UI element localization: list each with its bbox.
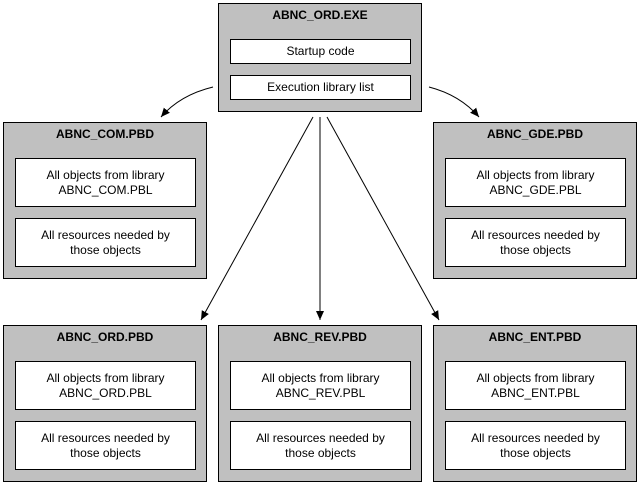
objects-line: All objects from library bbox=[46, 370, 165, 385]
arrow-to-gde-pbd bbox=[428, 86, 480, 118]
resources-line: those objects bbox=[70, 445, 141, 460]
resources-box: All resources needed by those objects bbox=[15, 218, 196, 267]
library-name: ABNC_ENT.PBL bbox=[491, 385, 580, 400]
exe-box: ABNC_ORD.EXE Startup code Execution libr… bbox=[218, 3, 422, 112]
pbd-title: ABNC_ENT.PBD bbox=[488, 330, 582, 344]
arrow-to-ord-pbd bbox=[200, 116, 314, 321]
objects-line: All objects from library bbox=[261, 370, 380, 385]
resources-line: those objects bbox=[500, 242, 571, 257]
pbd-title: ABNC_REV.PBD bbox=[273, 330, 367, 344]
resources-line: All resources needed by bbox=[471, 430, 600, 445]
library-name: ABNC_ORD.PBL bbox=[59, 385, 152, 400]
resources-line: those objects bbox=[70, 242, 141, 257]
objects-box: All objects from library ABNC_ORD.PBL bbox=[15, 361, 196, 410]
resources-line: All resources needed by bbox=[41, 430, 170, 445]
pbd-title: ABNC_ORD.PBD bbox=[56, 330, 154, 344]
pbd-box-ent: ABNC_ENT.PBD All objects from library AB… bbox=[433, 325, 637, 482]
pbd-box-com: ABNC_COM.PBD All objects from library AB… bbox=[3, 122, 207, 279]
objects-box: All objects from library ABNC_COM.PBL bbox=[15, 158, 196, 207]
execution-library-list-label: Execution library list bbox=[267, 80, 374, 94]
resources-line: those objects bbox=[285, 445, 356, 460]
pbd-box-gde: ABNC_GDE.PBD All objects from library AB… bbox=[433, 122, 637, 279]
resources-line: All resources needed by bbox=[471, 227, 600, 242]
library-name: ABNC_REV.PBL bbox=[275, 385, 366, 400]
arrow-to-ent-pbd bbox=[326, 116, 440, 321]
startup-code-label: Startup code bbox=[286, 44, 355, 58]
library-name: ABNC_COM.PBL bbox=[58, 182, 153, 197]
pbd-box-ord: ABNC_ORD.PBD All objects from library AB… bbox=[3, 325, 207, 482]
resources-box: All resources needed by those objects bbox=[15, 421, 196, 470]
execution-library-list-box: Execution library list bbox=[230, 75, 411, 100]
objects-line: All objects from library bbox=[476, 167, 595, 182]
objects-line: All objects from library bbox=[46, 167, 165, 182]
resources-line: those objects bbox=[500, 445, 571, 460]
objects-box: All objects from library ABNC_REV.PBL bbox=[230, 361, 411, 410]
arrow-to-com-pbd bbox=[160, 86, 214, 118]
library-name: ABNC_GDE.PBL bbox=[489, 182, 582, 197]
pbd-title: ABNC_GDE.PBD bbox=[486, 127, 583, 141]
resources-line: All resources needed by bbox=[256, 430, 385, 445]
resources-line: All resources needed by bbox=[41, 227, 170, 242]
pbd-title: ABNC_COM.PBD bbox=[55, 127, 154, 141]
objects-line: All objects from library bbox=[476, 370, 595, 385]
objects-box: All objects from library ABNC_ENT.PBL bbox=[445, 361, 626, 410]
exe-title: ABNC_ORD.EXE bbox=[272, 8, 368, 22]
resources-box: All resources needed by those objects bbox=[445, 421, 626, 470]
resources-box: All resources needed by those objects bbox=[230, 421, 411, 470]
resources-box: All resources needed by those objects bbox=[445, 218, 626, 267]
pbd-box-rev: ABNC_REV.PBD All objects from library AB… bbox=[218, 325, 422, 482]
objects-box: All objects from library ABNC_GDE.PBL bbox=[445, 158, 626, 207]
startup-code-box: Startup code bbox=[230, 39, 411, 64]
